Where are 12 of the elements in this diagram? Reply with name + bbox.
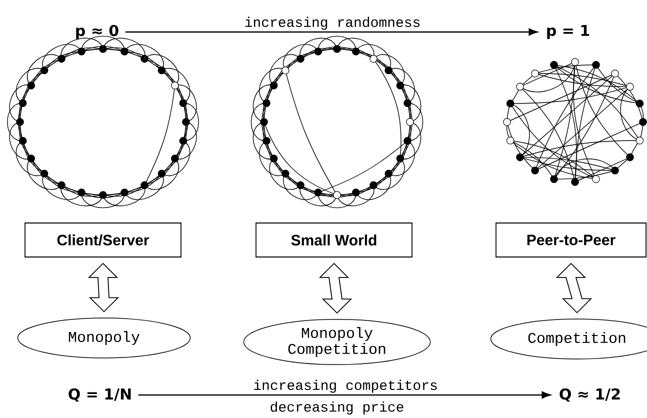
- model-box: Small World: [256, 222, 412, 258]
- arrow: [138, 391, 551, 399]
- formula-label: Q ≈ 1/2: [560, 388, 620, 402]
- model-box: Peer-to-Peer: [496, 222, 646, 258]
- arrow: [125, 28, 538, 36]
- edge-label: increasing competitors: [254, 380, 437, 393]
- model-box: Client/Server: [24, 222, 182, 258]
- axis-label: decreasing price: [270, 401, 404, 415]
- formula-label: Q = 1/N: [68, 388, 131, 402]
- formula-label: p ≈ 0: [76, 24, 118, 40]
- edge-label: increasing randomness: [245, 16, 420, 30]
- formula-label: p = 1: [547, 24, 590, 40]
